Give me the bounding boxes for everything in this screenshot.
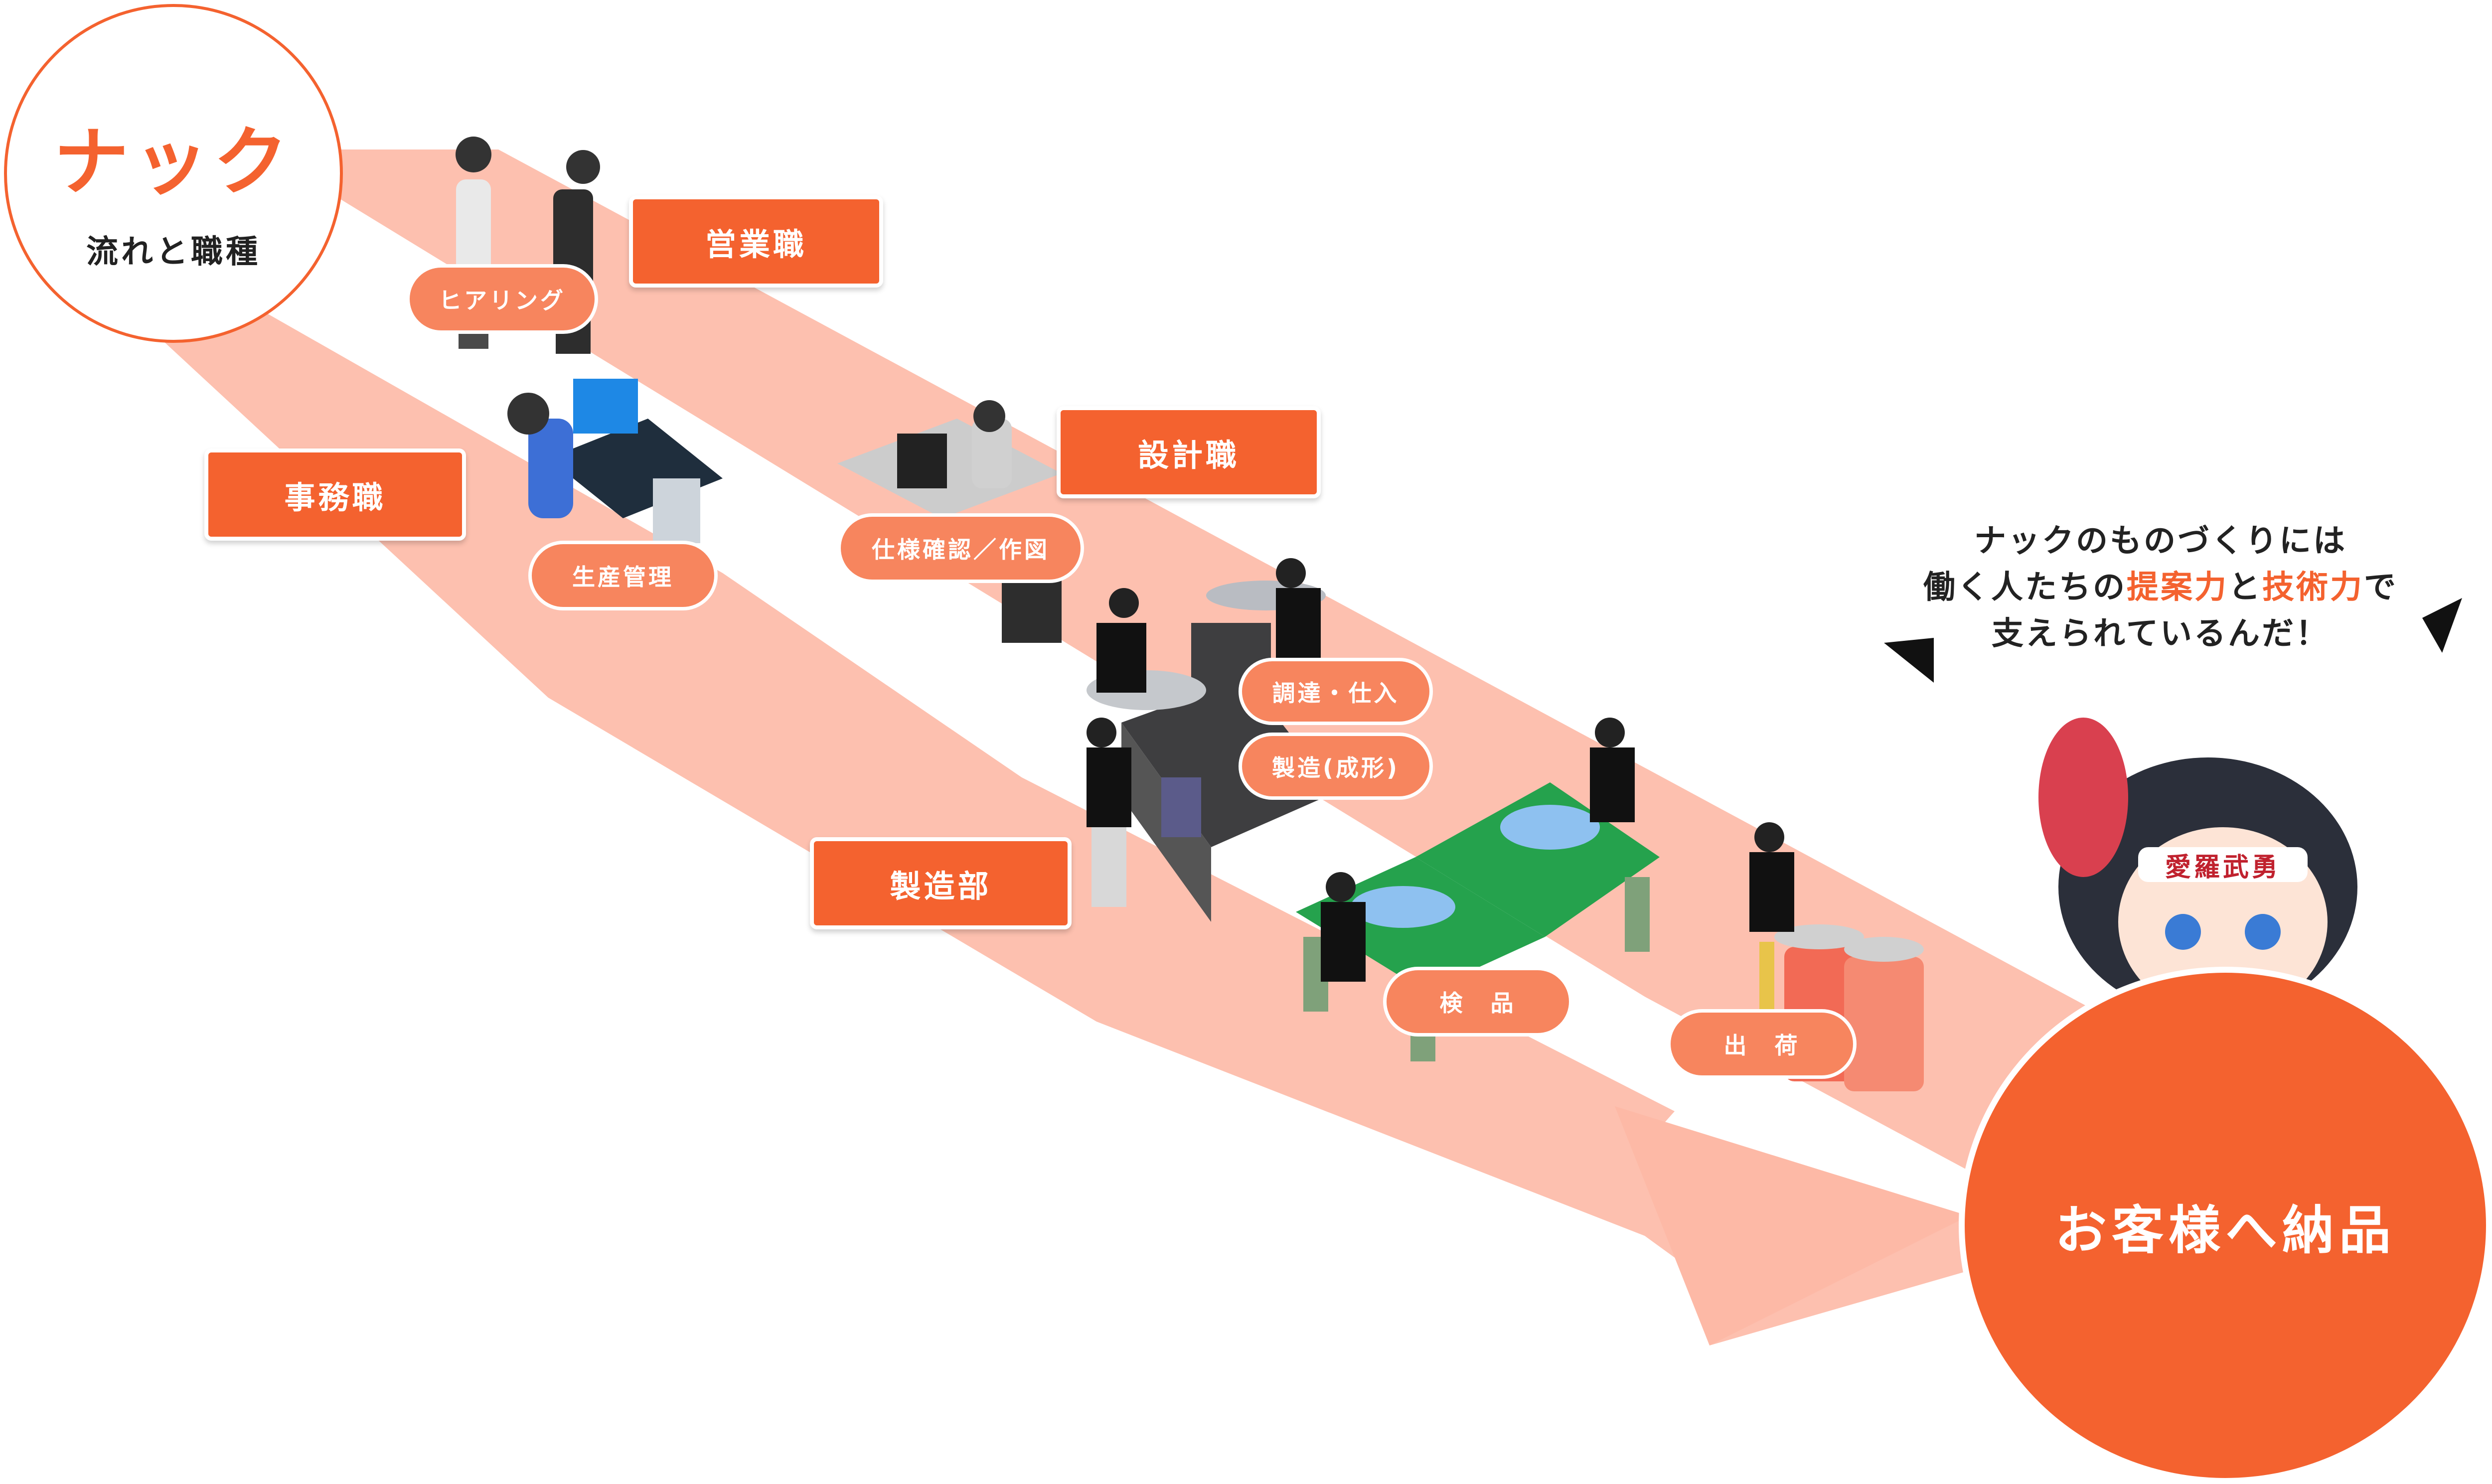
task-forming: 製造(成形) [1239, 733, 1433, 800]
task-shipping: 出 荷 [1667, 1009, 1857, 1079]
delivery-circle: お客様へ納品 [1959, 967, 2492, 1484]
task-production-management: 生産管理 [528, 541, 718, 610]
lower-flow-lane [75, 259, 1969, 1345]
mascot-illustration [2038, 718, 2357, 1017]
dept-manufacturing: 製造部 [810, 837, 1072, 929]
logo-circle: ナック 流れと職種 [4, 4, 343, 343]
task-spec-check: 仕様確認／作図 [837, 513, 1084, 583]
inspection-tables-illustration [1296, 718, 1660, 1061]
workers-illustration [1087, 558, 1321, 907]
task-procurement: 調達・仕入 [1239, 658, 1433, 725]
mascot-speech: ナックのものづくりには 働く人たちの提案力と技術力で 支えられているんだ！ [1874, 518, 2447, 657]
dept-sales: 営業職 [629, 195, 883, 288]
design-desk-illustration [837, 400, 1062, 643]
speech-line-2: 働く人たちの提案力と技術力で [1923, 569, 2398, 606]
delivery-label: お客様へ納品 [2054, 1199, 2396, 1261]
task-inspection: 検 品 [1383, 967, 1572, 1037]
logo-subtitle: 流れと職種 [86, 234, 261, 271]
speech-line-3: 支えられているんだ！ [1991, 615, 2330, 652]
dept-office: 事務職 [204, 448, 466, 541]
task-hearing: ヒアリング [406, 264, 598, 334]
flow-arrowhead [1615, 1106, 1969, 1345]
brand-logo: ナック [53, 119, 293, 206]
dept-design: 設計職 [1057, 406, 1321, 498]
office-desk-illustration [507, 379, 723, 543]
mascot-headband: 愛羅武勇 [2165, 852, 2281, 883]
speech-line-1: ナックのものづくりには [1974, 523, 2347, 560]
